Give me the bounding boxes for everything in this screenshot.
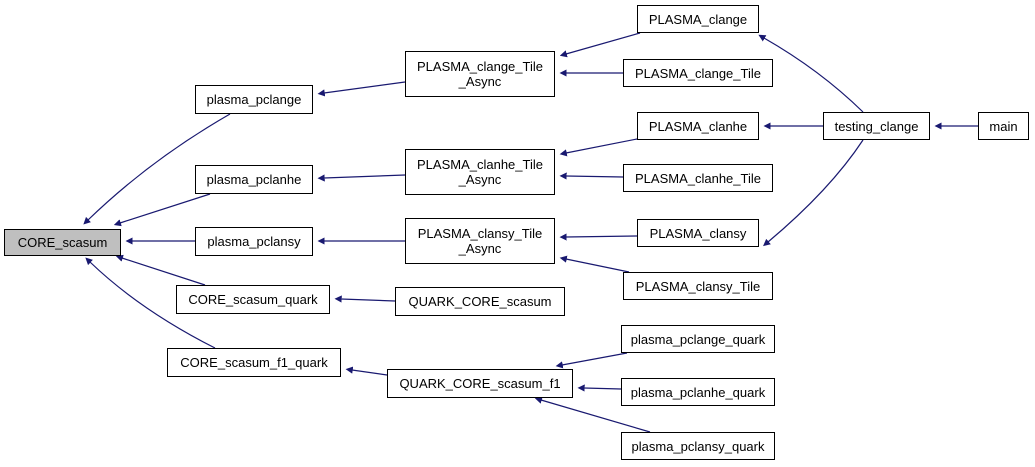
edge-quark_core_scasum_f1-to-core_scasum_f1_quark <box>345 366 388 376</box>
node-label: plasma_pclanhe <box>206 172 302 187</box>
edge-plasma_clange-to-plasma_clange_tile_async <box>559 32 641 58</box>
node-plasma-clange-tile[interactable]: PLASMA_clange_Tile <box>623 59 773 87</box>
edge-testing_clange-to-plasma_clange <box>758 34 864 113</box>
edge-plasma_clansy_tile-to-plasma_clansy_tile_async <box>559 255 630 273</box>
edge-core_scasum_f1_quark-to-core_scasum <box>85 257 216 349</box>
edge-plasma_clanhe_tile_async-to-plasma_pclanhe <box>317 174 406 182</box>
node-label: main <box>989 118 1018 134</box>
node-plasma-clanhe-tile-async[interactable]: PLASMA_clanhe_Tile _Async <box>405 149 555 195</box>
node-label: PLASMA_clanhe_Tile _Async <box>417 157 543 187</box>
edge-plasma_pclanhe-to-core_scasum <box>113 193 211 227</box>
node-label: QUARK_CORE_scasum <box>408 294 552 309</box>
node-label: CORE_scasum <box>17 235 108 250</box>
node-core-scasum-f1-quark[interactable]: CORE_scasum_f1_quark <box>167 348 341 377</box>
edge-plasma_pclange-to-core_scasum <box>83 113 231 225</box>
edge-quark_core_scasum-to-core_scasum_quark <box>334 295 396 303</box>
node-core-scasum: CORE_scasum <box>4 229 121 256</box>
node-quark-core-scasum[interactable]: QUARK_CORE_scasum <box>395 287 565 316</box>
node-label: plasma_pclansy <box>207 234 301 249</box>
node-label: PLASMA_clansy <box>649 225 747 241</box>
node-label: plasma_pclange <box>206 92 302 107</box>
node-plasma-pclanhe-quark[interactable]: plasma_pclanhe_quark <box>621 378 775 406</box>
node-plasma-clansy-tile-async[interactable]: PLASMA_clansy_Tile _Async <box>405 218 555 264</box>
node-plasma-clansy-tile[interactable]: PLASMA_clansy_Tile <box>623 272 773 300</box>
node-plasma-clansy[interactable]: PLASMA_clansy <box>637 219 759 247</box>
node-plasma-clange-tile-async[interactable]: PLASMA_clange_Tile _Async <box>405 51 555 97</box>
node-label: plasma_pclange_quark <box>630 331 766 347</box>
node-main[interactable]: main <box>978 112 1029 140</box>
edge-plasma_clanhe_tile-to-plasma_clanhe_tile_async <box>559 172 624 180</box>
node-label: PLASMA_clange <box>648 11 748 27</box>
node-label: CORE_scasum_quark <box>188 292 318 307</box>
node-label: CORE_scasum_f1_quark <box>180 355 328 370</box>
edge-plasma_clanhe-to-plasma_clanhe_tile_async <box>559 138 638 157</box>
node-plasma-pclange[interactable]: plasma_pclange <box>195 85 313 114</box>
node-label: testing_clange <box>834 118 919 134</box>
edge-core_scasum_quark-to-core_scasum <box>115 254 206 286</box>
node-label: PLASMA_clansy_Tile <box>635 278 761 294</box>
node-plasma-pclansy-quark[interactable]: plasma_pclansy_quark <box>621 432 775 460</box>
node-label: PLASMA_clange_Tile _Async <box>417 59 543 89</box>
node-quark-core-scasum-f1[interactable]: QUARK_CORE_scasum_f1 <box>387 369 573 398</box>
node-plasma-clanhe-tile[interactable]: PLASMA_clanhe_Tile <box>623 164 773 192</box>
node-label: PLASMA_clanhe_Tile <box>635 170 761 186</box>
edge-plasma_pclansy_quark-to-quark_core_scasum_f1 <box>534 396 651 433</box>
node-plasma-clanhe[interactable]: PLASMA_clanhe <box>637 112 759 140</box>
edge-plasma_pclanhe_quark-to-quark_core_scasum_f1 <box>577 384 622 392</box>
node-label: PLASMA_clange_Tile <box>635 65 761 81</box>
node-label: QUARK_CORE_scasum_f1 <box>399 376 561 391</box>
node-core-scasum-quark[interactable]: CORE_scasum_quark <box>176 285 330 314</box>
node-plasma-clange[interactable]: PLASMA_clange <box>637 5 759 33</box>
node-plasma-pclansy[interactable]: plasma_pclansy <box>195 227 313 256</box>
edge-plasma_clange_tile_async-to-plasma_pclange <box>317 81 406 97</box>
node-label: PLASMA_clanhe <box>648 118 748 134</box>
node-label: plasma_pclanhe_quark <box>630 384 766 400</box>
node-label: PLASMA_clansy_Tile _Async <box>417 226 543 256</box>
edge-testing_clange-to-plasma_clansy <box>763 139 864 247</box>
node-plasma-pclanhe[interactable]: plasma_pclanhe <box>195 165 313 194</box>
edge-plasma_pclange_quark-to-quark_core_scasum_f1 <box>555 352 628 369</box>
node-plasma-pclange-quark[interactable]: plasma_pclange_quark <box>621 325 775 353</box>
edge-plasma_clansy-to-plasma_clansy_tile_async <box>559 233 638 241</box>
node-testing-clange[interactable]: testing_clange <box>823 112 930 140</box>
node-label: plasma_pclansy_quark <box>631 438 765 454</box>
